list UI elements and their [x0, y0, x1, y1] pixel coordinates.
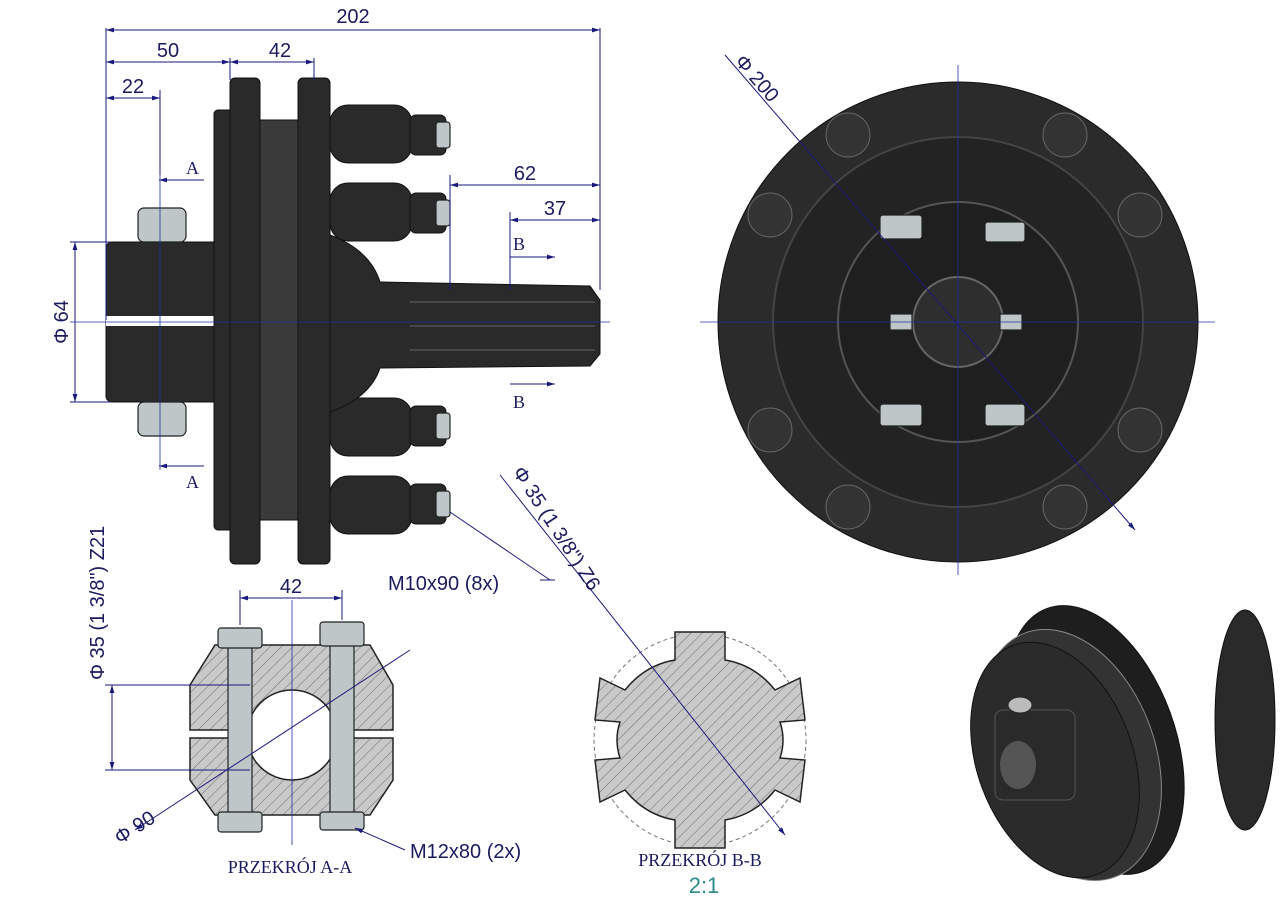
yoke-slot — [106, 316, 224, 326]
section-b-marker-top: B — [513, 234, 525, 254]
plate-right — [297, 77, 331, 565]
section-bb-scale: 2:1 — [689, 873, 720, 898]
section-bb-title: PRZEKRÓJ B-B — [638, 849, 762, 870]
dim-42-aa: 42 — [280, 576, 302, 598]
dim-62: 62 — [514, 163, 536, 185]
shaft-spec-z6: Φ 35 (1 3/8") Z6 — [508, 463, 604, 595]
dim-dia-90: Φ 90 — [111, 807, 160, 849]
dim-dia-64: Φ 64 — [51, 300, 73, 344]
front-view: Φ 200 — [700, 51, 1215, 575]
section-aa-title: PRZEKRÓJ A-A — [228, 856, 353, 877]
clamp-nut — [137, 401, 187, 437]
dim-50: 50 — [157, 40, 179, 62]
dim-overall-length: 202 — [336, 6, 369, 28]
side-view: 202 50 42 22 62 37 Φ 64 A A B B M10x90 (… — [51, 6, 610, 595]
bolt-spec-m10: M10x90 (8x) — [388, 573, 499, 595]
section-b-marker-bottom: B — [513, 392, 525, 412]
springs — [329, 104, 451, 535]
isometric-view — [970, 605, 1276, 882]
bolt-spec-m12: M12x80 (2x) — [410, 841, 521, 863]
section-aa: 42 Φ 35 (1 3/8") Z21 Φ 90 M12x80 (2x) PR… — [87, 526, 521, 877]
dim-dia-200: Φ 200 — [730, 51, 783, 107]
dim-22: 22 — [122, 76, 144, 98]
clamp-bolt-head — [137, 207, 187, 243]
section-a-marker-bottom: A — [186, 472, 199, 492]
plate-left — [229, 77, 261, 565]
bore-spec-z21: Φ 35 (1 3/8") Z21 — [87, 526, 109, 680]
section-bb: Φ 35 (1 3/8") Z6 PRZEKRÓJ B-B 2:1 — [499, 463, 807, 898]
friction-pack — [259, 119, 301, 521]
section-a-marker-top: A — [186, 158, 199, 178]
dim-42: 42 — [269, 40, 291, 62]
spline-profile — [594, 631, 806, 849]
shaft — [329, 234, 601, 413]
dim-37: 37 — [544, 198, 566, 220]
